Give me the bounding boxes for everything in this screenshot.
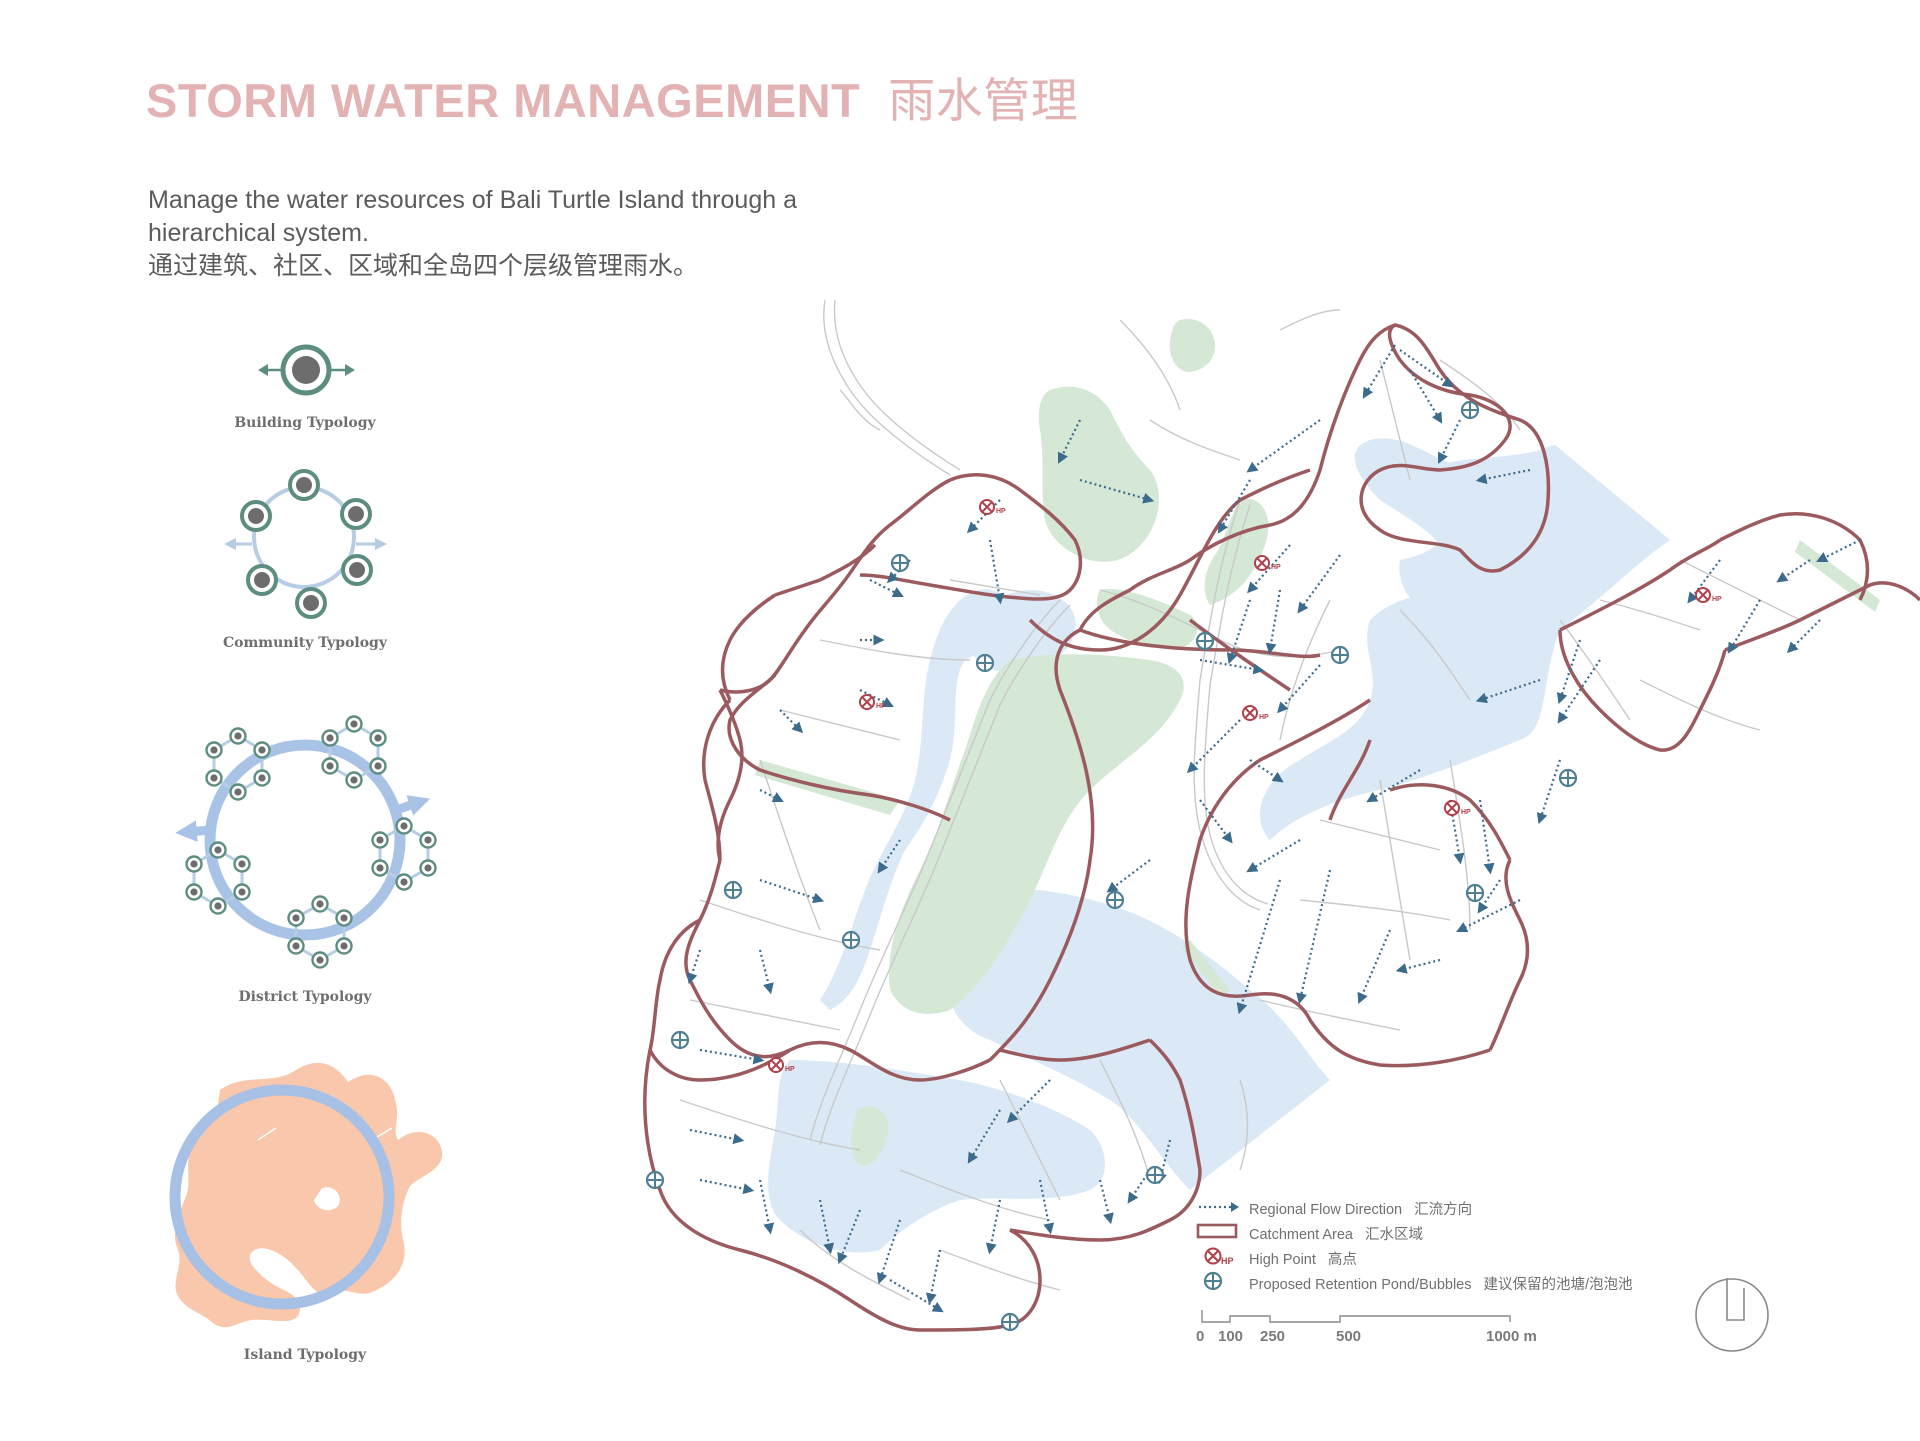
legend-flow: Regional Flow Direction 汇流方向 [1195,1195,1715,1218]
north-arrow-icon [1695,1278,1769,1352]
catchment-area-icon [1196,1223,1238,1239]
building-typology-label: Building Typology [234,415,376,431]
title-en: STORM WATER MANAGEMENT [146,74,861,127]
legend-catchment: Catchment Area 汇水区域 [1195,1220,1715,1243]
community-typology-label: Community Typology [223,635,387,651]
scale-tick-500: 500 [1336,1328,1362,1345]
description-line-1: Manage the water resources of Bali Turtl… [148,186,797,214]
scale-tick-1000: 1000 m [1486,1328,1537,1345]
legend-catchment-cn: 汇水区域 [1364,1227,1423,1243]
legend-pond: Proposed Retention Pond/Bubbles 建议保留的池塘/泡… [1195,1270,1715,1293]
island-typology-label: Island Typology [243,1347,367,1363]
description-line-2: hierarchical system. [148,219,369,247]
district-typology-label: District Typology [238,989,372,1005]
building-typology-icon [258,344,355,396]
scale-bar-graphic [1201,1310,1511,1323]
water-bodies [768,438,1670,1253]
legend-high-point-en: High Point [1249,1252,1316,1268]
legend-pond-en: Proposed Retention Pond/Bubbles [1249,1277,1472,1293]
flow-arrow-icon [1199,1202,1239,1212]
legend-flow-cn: 汇流方向 [1414,1202,1473,1218]
title-cn: 雨水管理 [888,74,1079,129]
scale-tick-250: 250 [1260,1328,1286,1345]
flow-arrows [686,344,1861,1313]
retention-pond-icon [1203,1271,1223,1291]
scale-tick-0: 0 [1196,1328,1205,1345]
green-spaces [755,319,1880,1166]
catchment-boundaries [643,323,1920,1332]
description-line-3: 通过建筑、社区、区域和全岛四个层级管理雨水。 [148,252,699,280]
legend-pond-cn: 建议保留的池塘/泡泡池 [1483,1277,1633,1293]
page-title: STORM WATER MANAGEMENT 雨水管理 [146,62,1078,131]
legend-catchment-en: Catchment Area [1249,1227,1353,1243]
legend-high-point-cn: 高点 [1327,1252,1357,1268]
district-typology-icon [175,715,437,969]
legend-high-point: HP High Point 高点 [1195,1245,1715,1268]
island-typology-icon [169,1062,443,1328]
scale-tick-100: 100 [1218,1328,1244,1345]
community-typology-icon [224,469,387,619]
scale-bar: 0 100 250 500 1000 m [1190,1308,1550,1348]
high-point-icon: HP [1204,1247,1234,1266]
legend-flow-en: Regional Flow Direction [1249,1202,1403,1218]
description: Manage the water resources of Bali Turtl… [148,184,908,283]
high-point-symbol: HP [1221,1256,1234,1266]
